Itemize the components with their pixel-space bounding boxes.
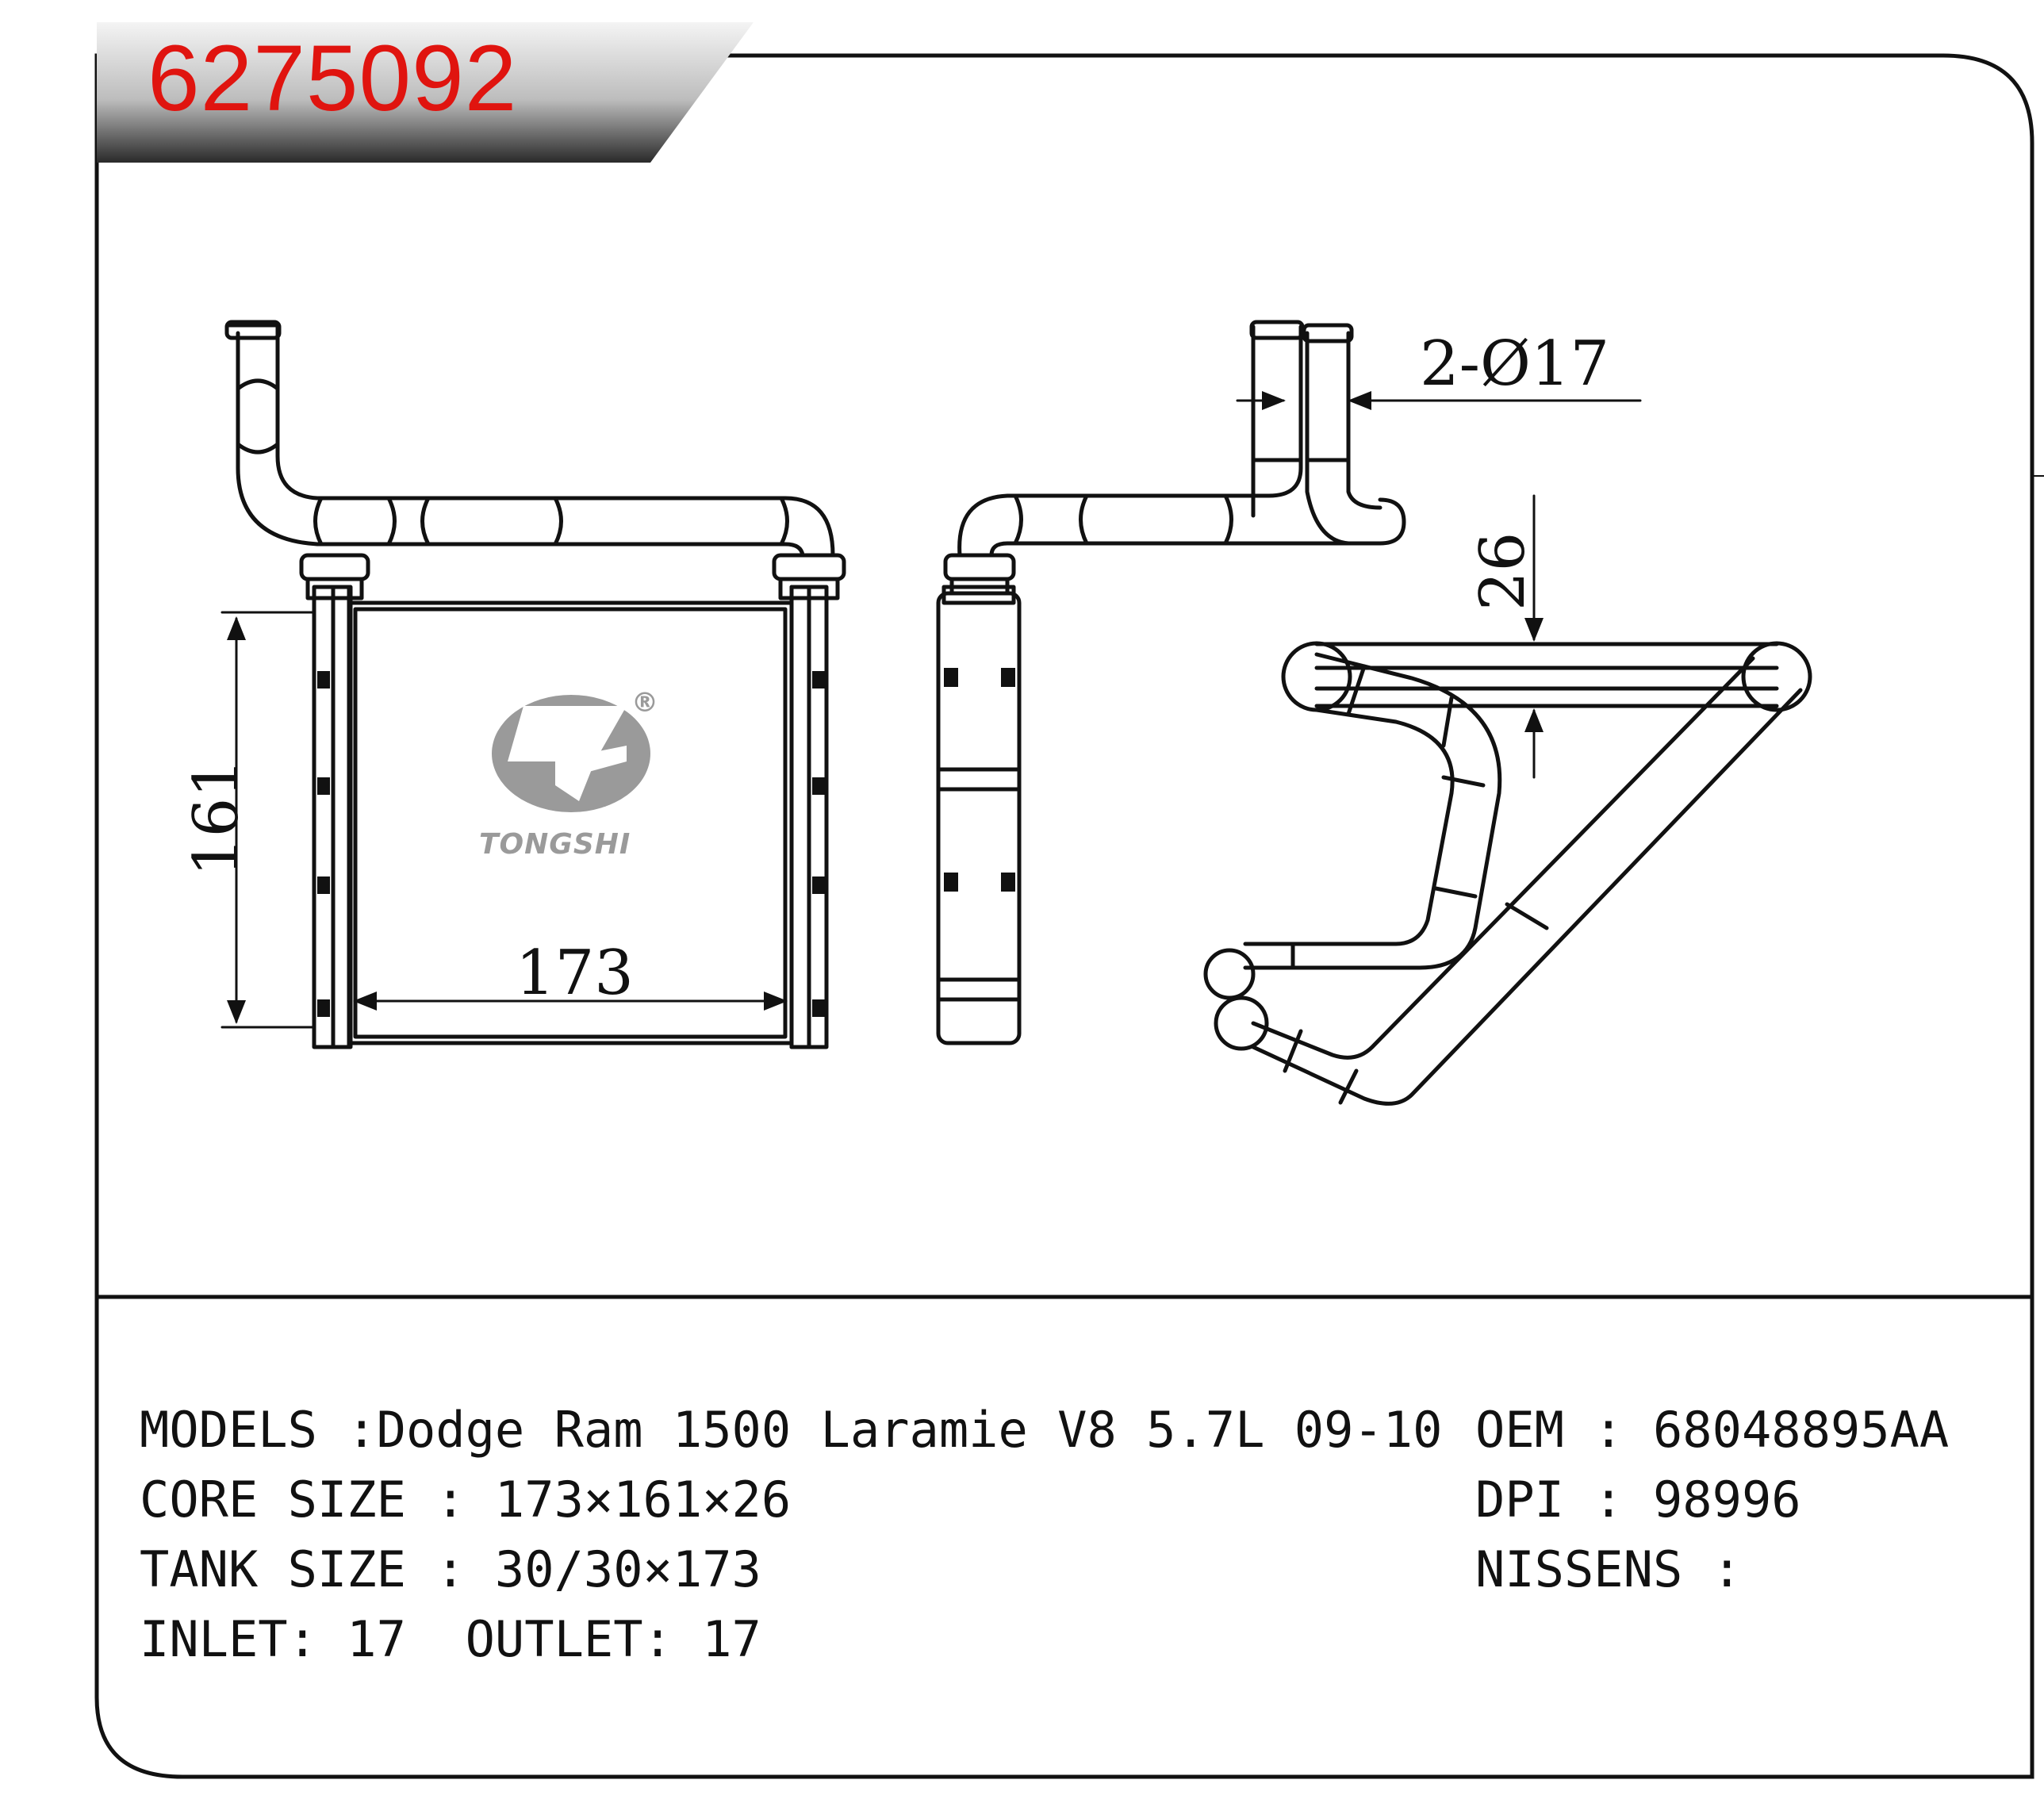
dim-depth: 26 [1467, 531, 1539, 611]
spec-inlet-outlet: INLET: 17 OUTLET: 17 [140, 1610, 761, 1668]
front-view [224, 320, 846, 1049]
spec-core-size: CORE SIZE : 173×161×26 [140, 1471, 792, 1529]
spec-oem: OEM : 68048895AA [1475, 1401, 1950, 1459]
dim-height: 161 [181, 758, 252, 876]
spec-tank-size: TANK SIZE : 30/30×173 [140, 1540, 761, 1598]
top-view [1203, 641, 1812, 1106]
side-view [936, 320, 1406, 1045]
part-number: 6275092 [148, 26, 518, 131]
brand-name: TONGSHI [479, 828, 631, 861]
brand-logo [492, 695, 650, 812]
registered-mark: ® [631, 687, 658, 719]
spec-nissens: NISSENS : [1475, 1540, 1742, 1598]
part-number-banner [97, 22, 754, 163]
frame [94, 53, 2034, 1779]
dimension-lines [221, 391, 1642, 1029]
spec-dpi: DPI : 98996 [1475, 1471, 1801, 1529]
dim-pipes: 2-Ø17 [1420, 328, 1610, 400]
dim-width: 173 [516, 938, 634, 1009]
spec-models: MODELS :Dodge Ram 1500 Laramie V8 5.7L 0… [140, 1401, 1443, 1459]
